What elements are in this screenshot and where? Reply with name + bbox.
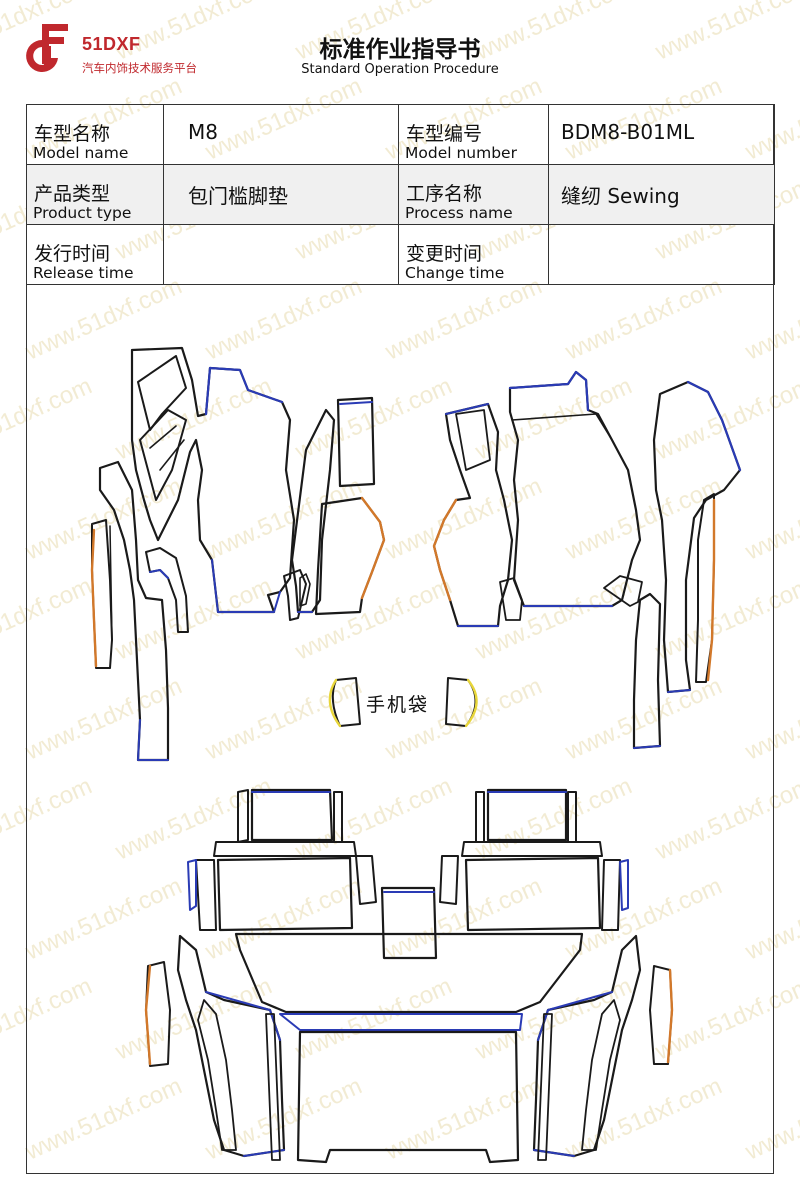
change-time-label-en: Change time xyxy=(405,264,505,282)
change-time-label-cn: 变更时间 xyxy=(406,243,483,265)
second-row-left-seat-pads xyxy=(187,788,377,932)
second-row-center-pad xyxy=(380,886,438,960)
info-row-product: 产品类型 Product type 包门槛脚垫 工序名称 Process nam… xyxy=(26,164,775,225)
rear-floor-center-mat xyxy=(234,932,584,1164)
phone-pocket-left xyxy=(328,677,361,728)
change-time-label-cell: 变更时间 Change time xyxy=(398,224,549,285)
process-name-value-cell: 缝纫 Sewing xyxy=(548,164,775,225)
front-passenger-left-pad xyxy=(290,396,386,616)
product-type-label-en: Product type xyxy=(33,204,132,222)
release-time-label-en: Release time xyxy=(33,264,134,282)
watermark-text: www.51dxf.com xyxy=(651,0,800,66)
release-time-label-cell: 发行时间 Release time xyxy=(26,224,164,285)
model-number-label-cell: 车型编号 Model number xyxy=(398,104,549,165)
company-logo: 51DXF 汽车内饰技术服务平台 xyxy=(22,18,232,78)
info-row-time: 发行时间 Release time 变更时间 Change time xyxy=(26,224,775,285)
product-type-value-cell: 包门槛脚垫 xyxy=(163,164,399,225)
logo-mark-icon xyxy=(26,24,68,72)
release-time-value-cell xyxy=(163,224,399,285)
page-title: 标准作业指导书 xyxy=(319,37,481,63)
change-time-value-cell xyxy=(548,224,775,285)
process-name-value: 缝纫 Sewing xyxy=(561,184,680,208)
rear-left-mat xyxy=(144,934,286,1161)
page-subtitle: Standard Operation Procedure xyxy=(301,62,499,77)
process-name-label-cell: 工序名称 Process name xyxy=(398,164,549,225)
phone-pocket-label: 手机袋 xyxy=(366,694,430,716)
model-number-value-cell: BDM8-B01ML xyxy=(548,104,775,165)
logo-text: 51DXF xyxy=(82,34,141,54)
model-number-label-cn: 车型编号 xyxy=(406,123,483,145)
model-name-label-cell: 车型名称 Model name xyxy=(26,104,164,165)
model-name-value: M8 xyxy=(188,120,218,144)
process-name-label-en: Process name xyxy=(405,204,513,222)
info-table: 车型名称 Model name M8 车型编号 Model number BDM… xyxy=(26,104,775,285)
product-type-label-cell: 产品类型 Product type xyxy=(26,164,164,225)
rear-right-mat xyxy=(532,934,674,1161)
floor-mat-pattern-drawing xyxy=(90,346,742,1164)
model-name-label-en: Model name xyxy=(33,144,129,162)
logo-subtitle: 汽车内饰技术服务平台 xyxy=(82,61,197,75)
phone-pocket-right xyxy=(445,677,478,728)
front-right-mat-left-piece xyxy=(432,402,523,628)
second-row-right-seat-pads xyxy=(439,788,629,932)
product-type-value: 包门槛脚垫 xyxy=(188,184,288,208)
product-type-label-cn: 产品类型 xyxy=(34,183,111,205)
info-row-model: 车型名称 Model name M8 车型编号 Model number BDM… xyxy=(26,104,775,165)
model-number-value: BDM8-B01ML xyxy=(561,120,695,144)
model-name-value-cell: M8 xyxy=(163,104,399,165)
front-right-mat xyxy=(508,370,742,750)
release-time-label-cn: 发行时间 xyxy=(34,243,111,265)
process-name-label-cn: 工序名称 xyxy=(406,183,483,205)
front-left-mat xyxy=(90,346,307,762)
model-name-label-cn: 车型名称 xyxy=(34,123,111,145)
model-number-label-en: Model number xyxy=(405,144,517,162)
